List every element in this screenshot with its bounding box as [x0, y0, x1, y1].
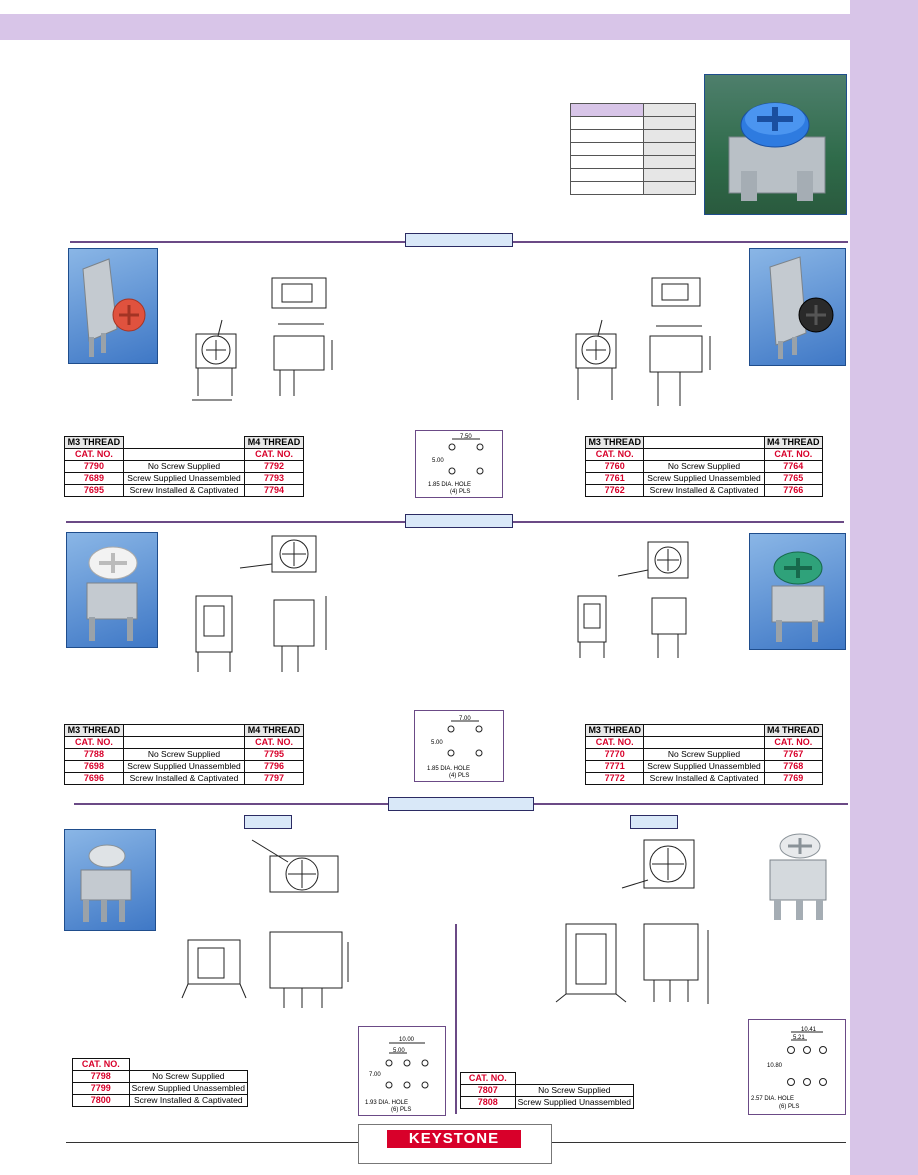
pitch-y-label: 7.00 [369, 1072, 381, 1078]
product-photo-2 [749, 248, 846, 366]
hole-count-label: (4) PLS [450, 489, 470, 495]
pcb-footprint-b: 7.00 5.00 1.85 DIA. HOLE (4) PLS [414, 710, 504, 782]
sub-tag-left [244, 815, 292, 829]
pitch-x-label: 7.50 [460, 434, 472, 440]
hole-label: 1.93 DIA. HOLE [365, 1100, 408, 1106]
terminal-photo-blue-screw [728, 102, 826, 201]
sidebar-band [850, 0, 918, 1175]
drawing-7770-series [560, 540, 730, 670]
brand-logo: KEYSTONE [358, 1124, 552, 1164]
pitch-y-label: 10.80 [767, 1063, 783, 1069]
pcb-footprint-a: 7.50 5.00 1.85 DIA. HOLE (4) PLS [415, 430, 503, 498]
brand-logo-text: KEYSTONE [387, 1130, 521, 1148]
pitch-y-label: 5.00 [431, 740, 443, 746]
hole-count-label: (6) PLS [779, 1104, 799, 1110]
drawing-7798-series [170, 832, 360, 1028]
pcb-footprint-d: 10.41 5.21 10.80 2.57 DIA. HOLE (6) PLS [748, 1019, 846, 1115]
product-photo-1 [68, 248, 158, 364]
terminal-photo-chrome-screw [80, 844, 132, 922]
terminal-photo-red-screw [82, 258, 146, 357]
section-tag-3 [388, 797, 534, 811]
section-tag-2 [405, 514, 513, 528]
pitch-x2-label: 5.21 [793, 1035, 805, 1041]
pitch-x-label: 7.00 [459, 716, 471, 722]
terminal-photo-green-screw [771, 551, 825, 642]
sub-tag-right [630, 815, 678, 829]
product-photo-3 [66, 532, 158, 648]
column-divider [455, 924, 457, 1114]
drawing-7760-series [560, 270, 730, 418]
product-photo-5 [64, 829, 156, 931]
terminal-photo-large-screw [769, 833, 827, 920]
pitch-x2-label: 5.00 [393, 1048, 405, 1054]
product-photo-6 [752, 826, 846, 926]
pcb-footprint-c: 10.00 5.00 7.00 1.93 DIA. HOLE (6) PLS [358, 1026, 446, 1116]
product-photo-top [704, 74, 847, 215]
header-band [0, 14, 850, 40]
hole-count-label: (6) PLS [391, 1107, 411, 1113]
drawing-7807-series [548, 834, 718, 1024]
pitch-y-label: 5.00 [432, 458, 444, 464]
hole-count-label: (4) PLS [449, 773, 469, 779]
product-photo-4 [749, 533, 846, 650]
section-tag-1 [405, 233, 513, 247]
hole-label: 1.85 DIA. HOLE [428, 482, 471, 488]
hole-label: 2.57 DIA. HOLE [751, 1096, 794, 1102]
drawing-7788-series [180, 530, 350, 680]
spec-table [570, 103, 696, 195]
drawing-7790-series [182, 270, 352, 418]
pitch-x1-label: 10.41 [801, 1027, 817, 1033]
terminal-photo-white-screw [86, 546, 138, 641]
terminal-photo-black-screw [769, 256, 834, 359]
hole-label: 1.85 DIA. HOLE [427, 766, 470, 772]
pitch-x1-label: 10.00 [399, 1037, 415, 1043]
